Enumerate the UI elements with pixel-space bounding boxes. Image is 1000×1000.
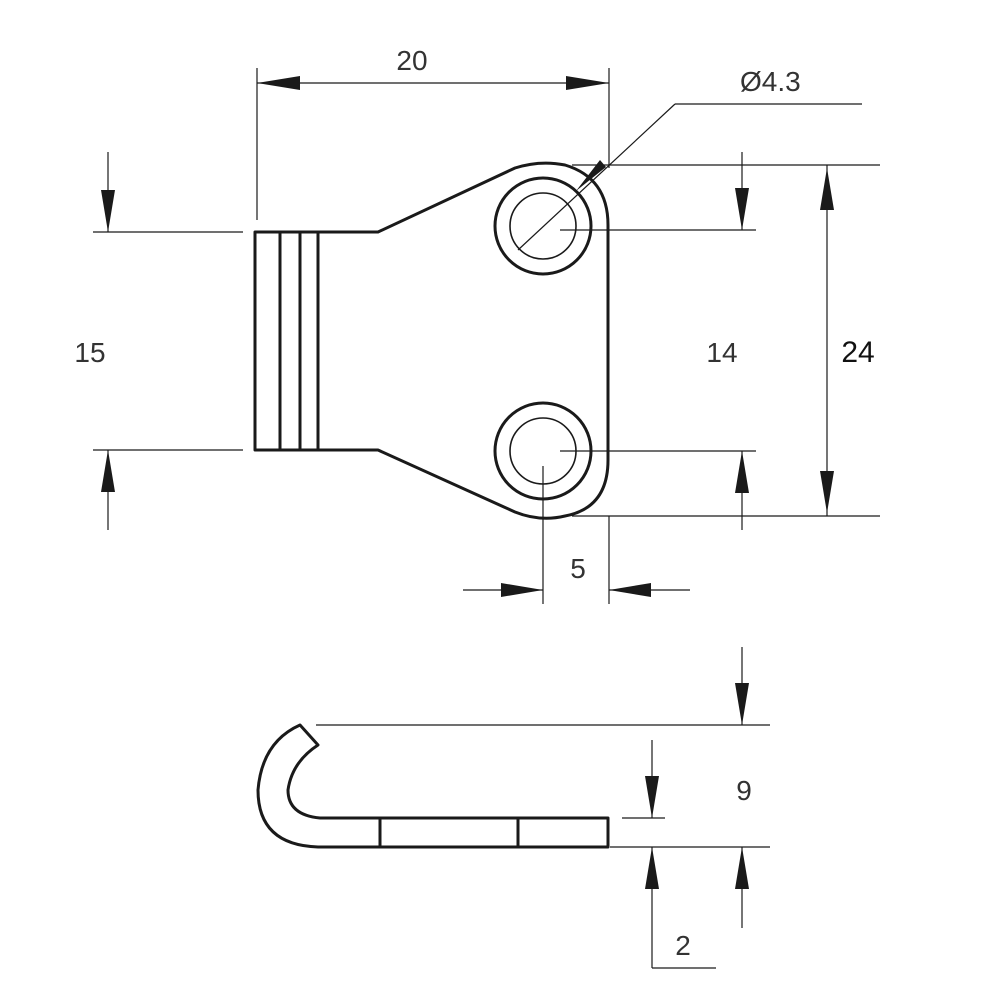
dim-top-width: 20 (256, 45, 610, 220)
diameter-value: 4.3 (762, 66, 801, 97)
diameter-symbol: Ø (740, 66, 762, 97)
dim-thickness: 2 (622, 740, 716, 969)
top-hole-inner (509, 192, 577, 260)
dim-overall-height: 24 (572, 164, 880, 517)
dim-label-diameter: Ø4.3 (740, 66, 801, 97)
top-hole-outer (493, 176, 593, 276)
plate-outline (253, 161, 610, 520)
dim-label-5: 5 (570, 553, 586, 584)
dim-hole-spacing: 14 (560, 152, 756, 530)
dim-side-height: 9 (316, 647, 770, 928)
side-profile (256, 723, 610, 849)
top-view (253, 161, 610, 520)
dim-label-15: 15 (74, 337, 105, 368)
dim-label-14: 14 (706, 337, 737, 368)
dim-left-height: 15 (74, 152, 243, 530)
dim-label-2: 2 (675, 930, 691, 961)
dim-label-9: 9 (736, 775, 752, 806)
dim-label-24: 24 (841, 336, 874, 369)
side-view (256, 723, 610, 849)
dim-hole-offset: 5 (463, 466, 690, 604)
dim-hole-diameter: Ø4.3 (517, 66, 862, 251)
dim-label-20: 20 (396, 45, 427, 76)
